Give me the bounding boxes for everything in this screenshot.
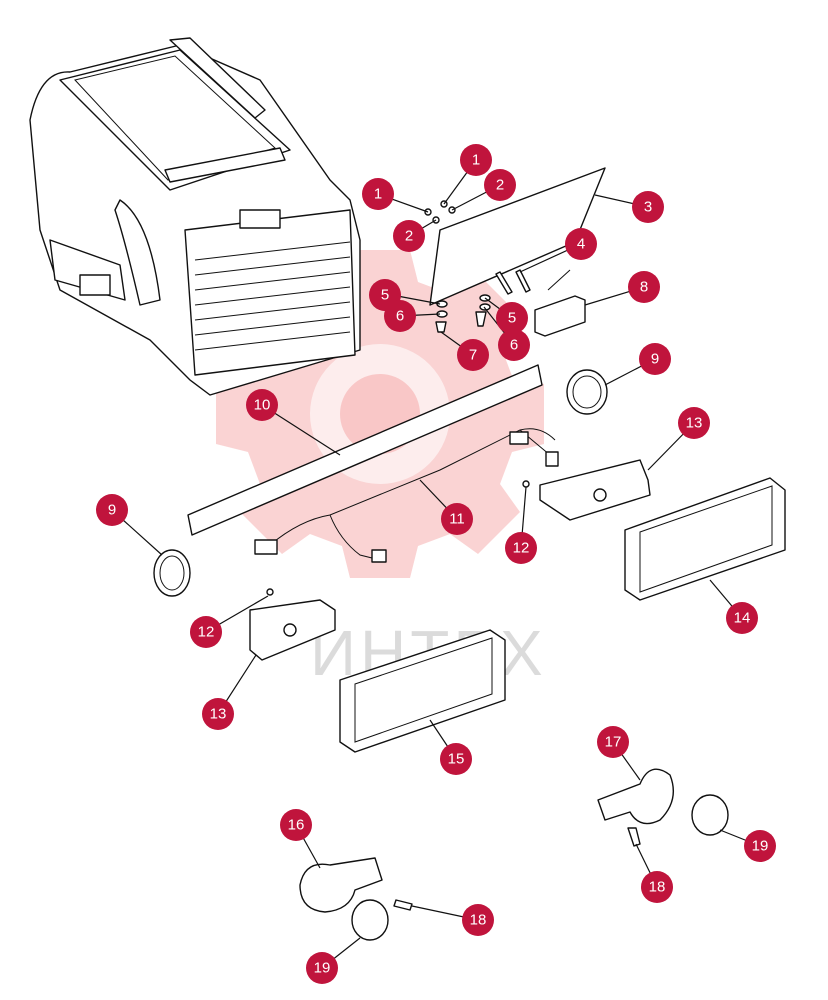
callout-9-right: 9: [639, 343, 671, 375]
cover-plate-17: [597, 768, 674, 825]
callout-10: 10: [246, 389, 278, 421]
svg-text:2: 2: [405, 228, 413, 245]
screw-4b: [515, 269, 531, 293]
svg-text:12: 12: [513, 540, 530, 557]
svg-text:9: 9: [651, 351, 659, 368]
callout-4: 4: [565, 228, 597, 260]
cover-plate-16: [299, 857, 383, 913]
svg-text:11: 11: [449, 511, 465, 528]
callout-2-left: 2: [393, 220, 425, 252]
svg-text:5: 5: [381, 287, 389, 304]
callout-18-left: 18: [462, 904, 494, 936]
connector-11c: [371, 549, 387, 563]
callout-2-top: 2: [484, 169, 516, 201]
svg-text:10: 10: [254, 397, 271, 414]
svg-text:2: 2: [496, 177, 504, 194]
svg-text:4: 4: [577, 236, 585, 253]
strip-10: [187, 364, 543, 536]
callout-12-lower: 12: [190, 616, 222, 648]
callout-6-left: 6: [384, 300, 416, 332]
callout-13-upper: 13: [678, 407, 710, 439]
callout-1-top: 1: [460, 144, 492, 176]
svg-text:6: 6: [510, 337, 518, 354]
connector-11b: [509, 431, 529, 445]
svg-text:6: 6: [396, 308, 404, 325]
callout-12-upper: 12: [505, 532, 537, 564]
callout-15: 15: [440, 743, 472, 775]
svg-text:18: 18: [470, 912, 487, 929]
washer-6b: [479, 303, 491, 311]
screw-7a: [435, 321, 447, 333]
callout-6-right: 6: [498, 329, 530, 361]
callout-8: 8: [628, 271, 660, 303]
svg-text:5: 5: [508, 310, 516, 327]
lamp-8: [534, 295, 586, 337]
callout-7: 7: [457, 339, 489, 371]
callout-3: 3: [632, 191, 664, 223]
screw-7b: [475, 311, 487, 327]
callout-16: 16: [280, 809, 312, 841]
connector-11d: [545, 451, 559, 467]
callout-18-right: 18: [641, 871, 673, 903]
screw-18b: [393, 899, 413, 911]
svg-text:18: 18: [649, 879, 666, 896]
callout-19-left: 19: [306, 952, 338, 984]
lamp-housing-15: [339, 629, 506, 753]
svg-text:15: 15: [448, 751, 465, 768]
svg-text:8: 8: [640, 279, 648, 296]
callout-14: 14: [726, 602, 758, 634]
machine-cab: [29, 37, 361, 396]
svg-text:19: 19: [314, 960, 331, 977]
svg-text:9: 9: [108, 502, 116, 519]
svg-text:19: 19: [752, 838, 769, 855]
connector-11a: [254, 539, 278, 555]
callout-13-lower: 13: [202, 698, 234, 730]
callout-9-left: 9: [96, 494, 128, 526]
ring-9b: [153, 549, 191, 597]
callout-1-left: 1: [362, 178, 394, 210]
callout-19-right: 19: [744, 830, 776, 862]
callout-11: 11: [441, 503, 473, 535]
screw-18a: [627, 827, 641, 847]
screw-4: [495, 271, 513, 295]
svg-text:13: 13: [686, 415, 703, 432]
svg-text:1: 1: [374, 186, 382, 203]
svg-text:7: 7: [469, 347, 477, 364]
svg-text:17: 17: [605, 734, 622, 751]
svg-text:16: 16: [288, 817, 305, 834]
screw-12a: [522, 480, 530, 488]
screw-12b: [266, 588, 274, 596]
callout-17: 17: [597, 726, 629, 758]
svg-text:13: 13: [210, 706, 227, 723]
lamp-housing-14: [624, 477, 786, 601]
disc-19a: [691, 794, 729, 836]
bracket-13a: [539, 459, 651, 521]
svg-text:3: 3: [644, 199, 652, 216]
svg-text:1: 1: [472, 152, 480, 169]
disc-19b: [351, 899, 389, 941]
callout-5-right: 5: [496, 302, 528, 334]
svg-text:14: 14: [734, 610, 751, 627]
svg-text:12: 12: [198, 624, 215, 641]
